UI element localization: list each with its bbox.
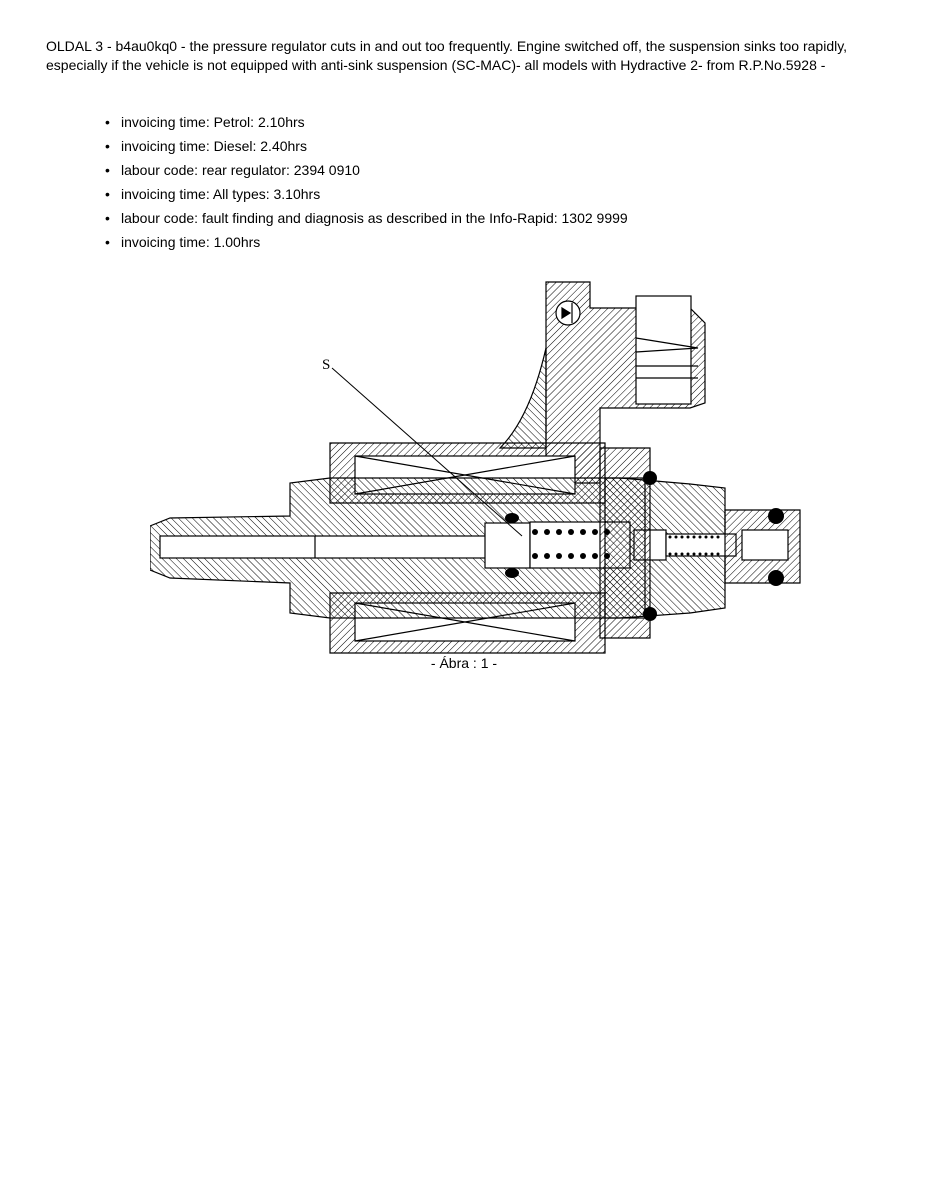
fine-spring [668,535,720,556]
list-item: invoicing time: 1.00hrs [100,232,628,256]
bullet-list: invoicing time: Petrol: 2.10hrs invoicin… [100,112,628,256]
list-item: invoicing time: Petrol: 2.10hrs [100,112,628,136]
list-item: invoicing time: All types: 3.10hrs [100,184,628,208]
list-item: labour code: rear regulator: 2394 0910 [100,160,628,184]
pressure-regulator-diagram: S [150,281,801,654]
figure-caption: - Ábra : 1 - [430,655,498,671]
list-item: invoicing time: Diesel: 2.40hrs [100,136,628,160]
list-item: labour code: fault finding and diagnosis… [100,208,628,232]
o-rings [505,471,784,621]
intro-paragraph: OLDAL 3 - b4au0kq0 - the pressure regula… [46,38,848,73]
inlet-bore [159,535,491,559]
leader-line-s [331,367,523,537]
spring [532,529,610,559]
label-s: S [322,357,330,373]
